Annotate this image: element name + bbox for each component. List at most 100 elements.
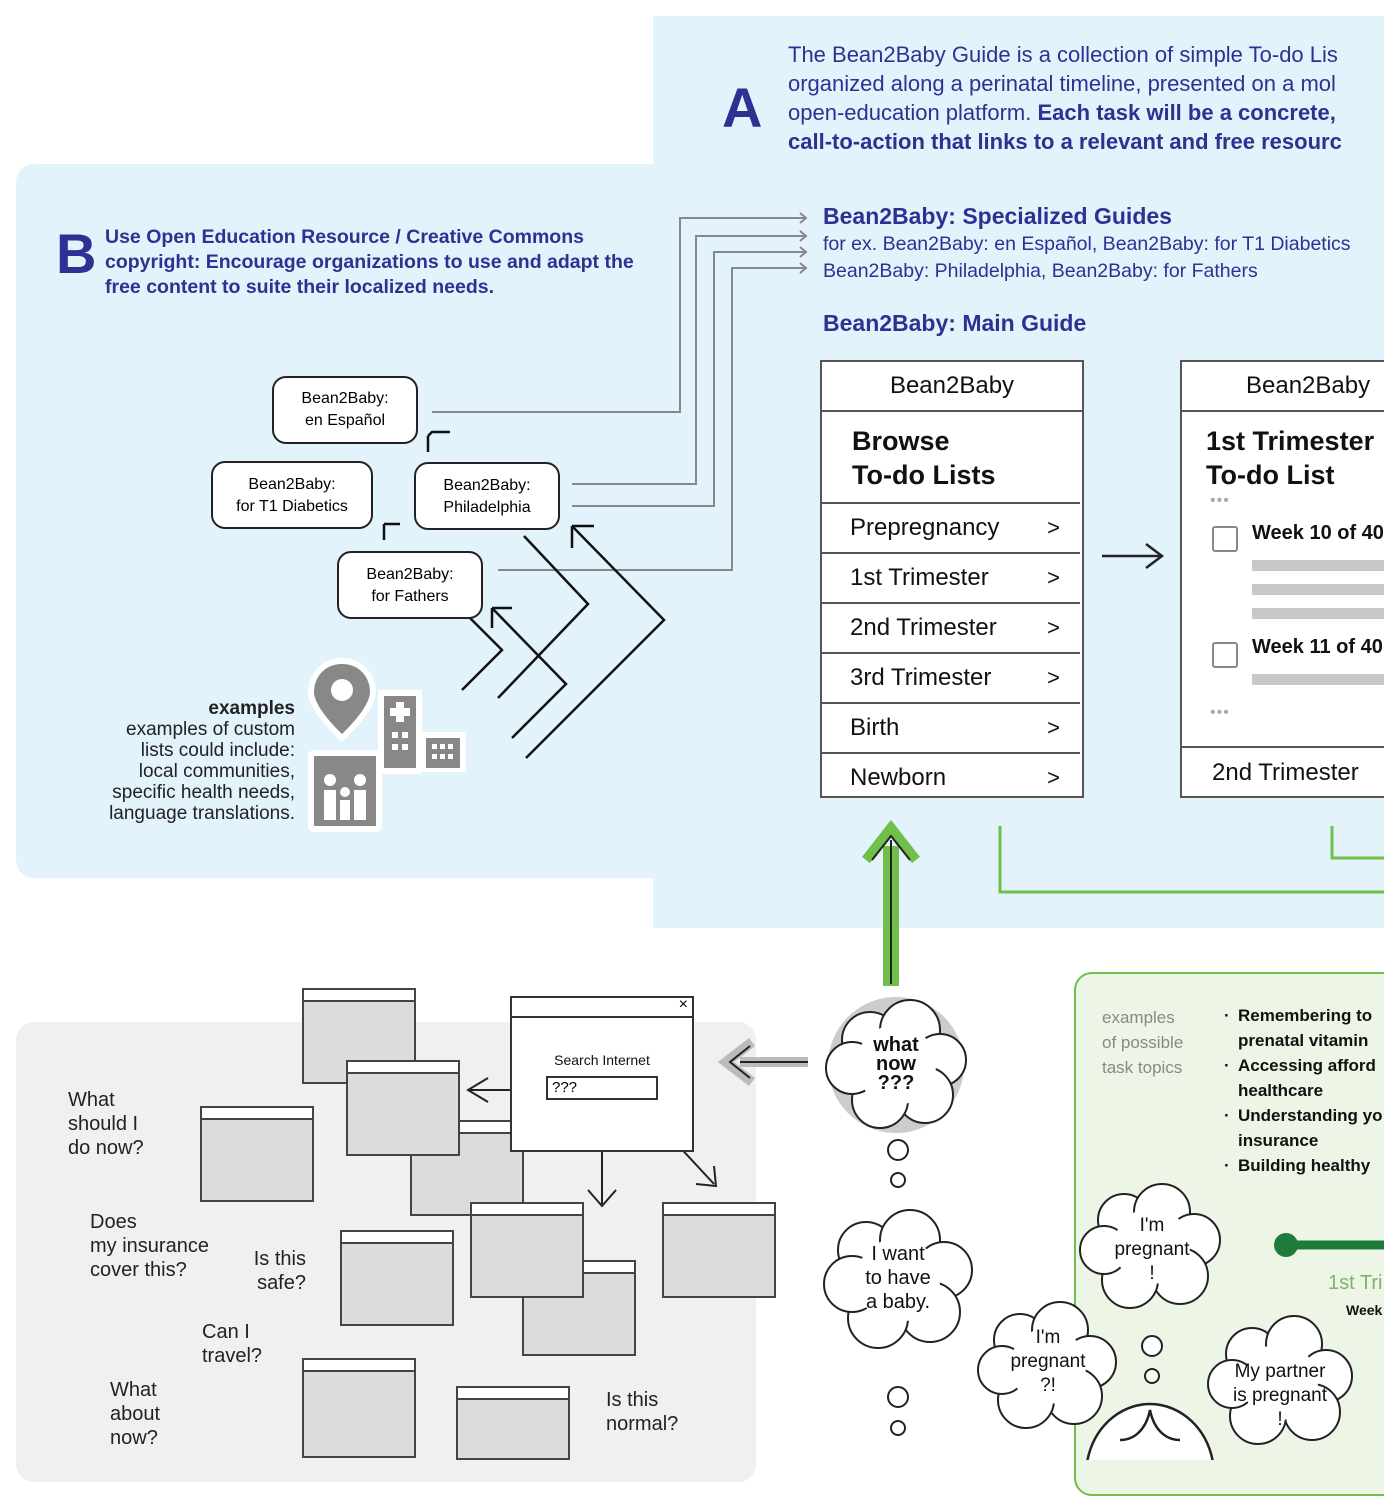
- location-pin-icon: [308, 658, 376, 742]
- todo-item-week-10: Week 10 of 40: [1252, 522, 1384, 544]
- window-titlebar: [664, 1204, 774, 1216]
- question-line: cover this?: [90, 1259, 187, 1281]
- task-item-text: Remembering to: [1238, 1006, 1373, 1025]
- task-item-text: healthcare: [1238, 1081, 1324, 1100]
- question-line: do now?: [68, 1137, 144, 1159]
- menu-item-3rd-trimester[interactable]: 3rd Trimester>: [822, 652, 1080, 702]
- question-line: about: [110, 1403, 161, 1425]
- question-line: normal?: [606, 1413, 679, 1435]
- browser-window: [340, 1230, 454, 1326]
- question-line: travel?: [202, 1345, 263, 1367]
- todo-checkbox[interactable]: [1212, 642, 1238, 668]
- task-item: ·Accessing afford: [1224, 1056, 1376, 1075]
- placeholder-text-bar: [1252, 584, 1384, 595]
- thought-line: pregnant: [1114, 1239, 1190, 1260]
- task-item-text: Building healthy: [1238, 1156, 1371, 1175]
- custom-lists-examples: examples examples of custom lists could …: [60, 698, 295, 824]
- bubble-line: Bean2Baby:: [443, 477, 531, 494]
- examples-line: lists could include:: [140, 740, 295, 761]
- section-a-line: The Bean2Baby Guide is a collection of s…: [788, 42, 1338, 67]
- browser-window: [302, 1358, 416, 1458]
- thought-line: !: [1277, 1409, 1283, 1430]
- close-icon[interactable]: ×: [678, 996, 688, 1013]
- bubble-line: Bean2Baby:: [248, 476, 336, 493]
- menu-item-label: Newborn: [850, 764, 947, 791]
- chevron-right-icon: >: [1047, 565, 1060, 590]
- placeholder-text-bar: [1252, 560, 1384, 571]
- bubble-line: for Fathers: [371, 588, 449, 605]
- guide-bubble-diabetics: Bean2Baby: for T1 Diabetics: [211, 461, 373, 529]
- section-a-line: organized along a perinatal timeline, pr…: [788, 71, 1336, 96]
- specialized-guides-examples-2: Bean2Baby: Philadelphia, Bean2Baby: for …: [823, 260, 1258, 282]
- ellipsis-icon: •••: [1210, 492, 1230, 509]
- bubble-line: for T1 Diabetics: [236, 498, 348, 515]
- task-item-text: prenatal vitamin: [1238, 1031, 1369, 1050]
- question-line: What: [110, 1379, 157, 1401]
- bubble-line: Bean2Baby:: [301, 390, 389, 407]
- bubble-line: Bean2Baby:: [366, 566, 454, 583]
- next-list-2nd-trimester[interactable]: 2nd Trimester: [1182, 746, 1384, 800]
- specialized-guides-examples-1: for ex. Bean2Baby: en Español, Bean2Baby…: [823, 233, 1351, 255]
- question-can-i-travel: Can I travel?: [202, 1320, 262, 1368]
- phone-browse-lists: Bean2Baby Browse To-do Lists Prepregnanc…: [820, 360, 1084, 798]
- section-a-line-bold: Each task will be a concrete,: [1037, 100, 1336, 125]
- question-line: Is this: [606, 1389, 659, 1411]
- section-a-line-part: open-education platform.: [788, 100, 1032, 125]
- guide-bubble-philadelphia: Bean2Baby: Philadelphia: [414, 462, 560, 530]
- thought-line: to have: [865, 1267, 931, 1289]
- thought-line: ???: [877, 1072, 915, 1094]
- window-titlebar: [202, 1108, 312, 1120]
- task-item-text: Understanding yo: [1238, 1106, 1383, 1125]
- thought-line: what: [873, 1034, 919, 1056]
- browse-heading-line: Browse: [852, 426, 950, 456]
- window-titlebar: ×: [512, 996, 692, 1018]
- task-topics-list: ·Remembering to prenatal vitamin ·Access…: [1224, 1003, 1384, 1178]
- thought-line: !: [1149, 1263, 1155, 1284]
- menu-item-label: Birth: [850, 714, 900, 741]
- section-a-text: The Bean2Baby Guide is a collection of s…: [788, 40, 1384, 156]
- menu-item-label: 2nd Trimester: [850, 614, 997, 641]
- cloud-what-now: [825, 997, 967, 1133]
- task-item: insurance: [1224, 1128, 1384, 1153]
- guide-bubble-espanol: Bean2Baby: en Español: [272, 376, 418, 444]
- browse-heading-line: To-do Lists: [852, 460, 996, 490]
- question-line: safe?: [257, 1272, 306, 1294]
- menu-item-prepregnancy[interactable]: Prepregnancy>: [822, 502, 1080, 552]
- todo-heading-line: To-do List: [1206, 460, 1335, 490]
- window-titlebar: [304, 1360, 414, 1372]
- guide-bubble-fathers: Bean2Baby: for Fathers: [337, 551, 483, 619]
- question-line: Does: [90, 1211, 137, 1233]
- menu-item-birth[interactable]: Birth>: [822, 702, 1080, 752]
- task-item: ·Building healthy: [1224, 1156, 1371, 1175]
- question-line: my insurance: [90, 1235, 209, 1257]
- todo-heading-line: 1st Trimester: [1206, 426, 1375, 456]
- todo-checkbox[interactable]: [1212, 526, 1238, 552]
- cloud-pregnant-1: [977, 1301, 1117, 1429]
- thought-partner-pregnant: My partner is pregnant !: [1222, 1360, 1338, 1432]
- thought-want-baby: I want to have a baby.: [838, 1242, 958, 1314]
- thought-clouds: [823, 997, 1353, 1460]
- menu-item-newborn[interactable]: Newborn>: [822, 752, 1080, 802]
- community-icons: [308, 658, 466, 832]
- hospital-icon: [378, 690, 466, 774]
- search-input[interactable]: ???: [546, 1076, 658, 1100]
- phone-todo-list: Bean2Baby 1st Trimester To-do List ••• W…: [1180, 360, 1384, 798]
- question-what-should-i-do: What should I do now?: [68, 1088, 144, 1160]
- timeline-sub-label: Week: [1346, 1302, 1383, 1318]
- section-b-letter: B: [56, 222, 97, 285]
- person-head-icon: [1086, 1402, 1214, 1460]
- task-item-text: insurance: [1238, 1131, 1319, 1150]
- menu-item-1st-trimester[interactable]: 1st Trimester>: [822, 552, 1080, 602]
- section-a-letter: A: [722, 76, 763, 139]
- browser-window: [200, 1106, 314, 1202]
- next-list-label: 2nd Trimester: [1212, 759, 1359, 786]
- thought-line: ?!: [1040, 1375, 1056, 1396]
- question-line: now?: [110, 1427, 158, 1449]
- menu-item-2nd-trimester[interactable]: 2nd Trimester>: [822, 602, 1080, 652]
- section-a-line: open-education platform. Each task will …: [788, 98, 1384, 127]
- chevron-right-icon: >: [1047, 515, 1060, 540]
- timeline-label: 1st Tri: [1328, 1272, 1383, 1294]
- task-item: ·Remembering to: [1224, 1006, 1373, 1025]
- task-intro-line: task topics: [1102, 1058, 1183, 1077]
- question-is-this-normal: Is this normal?: [606, 1388, 678, 1436]
